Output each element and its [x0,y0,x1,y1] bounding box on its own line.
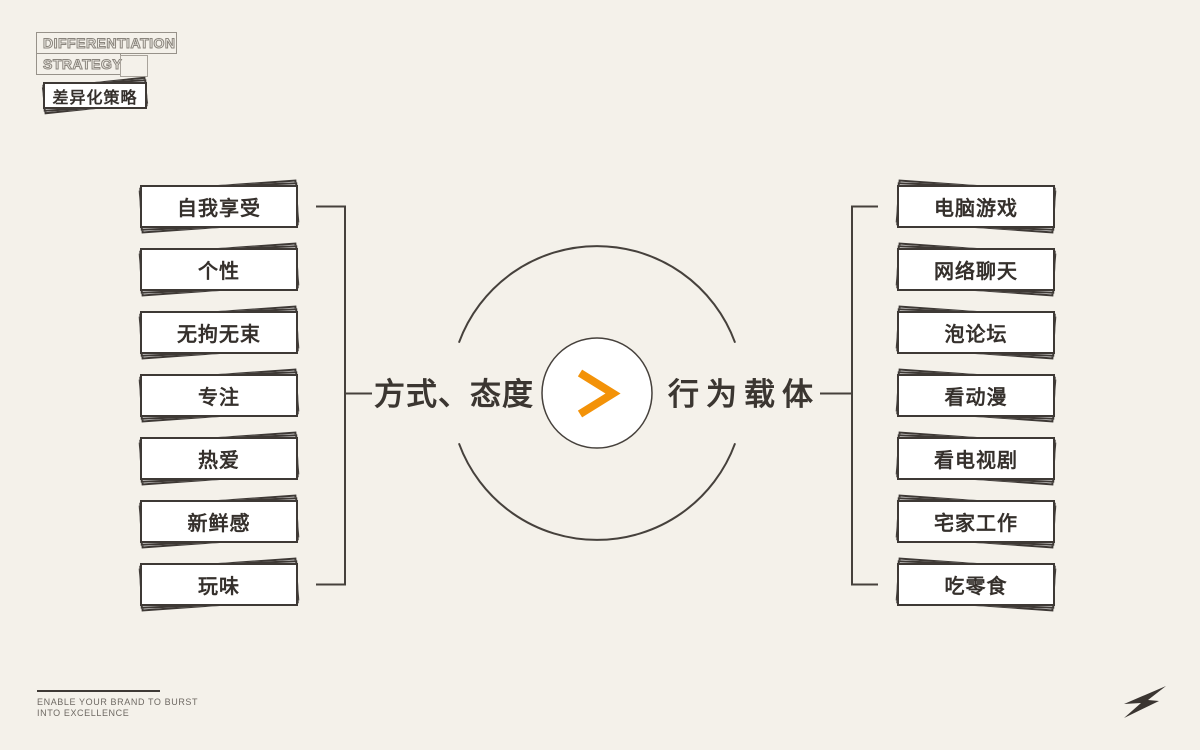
outer-circle-top-arc [457,245,737,344]
item-card: 玩味 [140,563,298,606]
left-items-column: 自我享受 个性 无拘无束 [138,179,300,626]
list-item: 自我享受 [138,179,300,234]
header: DIFFERENTIATION STRATEGY 差异化策略 [36,32,177,115]
item-card: 专注 [140,374,298,417]
greater-than-icon [577,369,621,418]
item-label: 无拘无束 [177,324,261,346]
footer-tagline-line2: INTO EXCELLENCE [37,708,130,719]
item-label: 玩味 [198,576,240,598]
item-label: 看电视剧 [934,450,1018,472]
footer-rule [37,690,160,692]
left-bracket-line [316,205,372,586]
list-item: 泡论坛 [895,305,1057,360]
list-item: 个性 [138,242,300,297]
header-subtitle-box: 差异化策略 [41,76,149,115]
list-item: 专注 [138,368,300,423]
item-label: 专注 [198,387,240,409]
header-subtitle-label: 差异化策略 [52,89,138,107]
item-card: 网络聊天 [897,248,1055,291]
item-label: 网络聊天 [934,261,1018,283]
item-card: 看动漫 [897,374,1055,417]
list-item: 电脑游戏 [895,179,1057,234]
item-card: 无拘无束 [140,311,298,354]
right-bracket-line [820,205,878,586]
item-label: 电脑游戏 [934,198,1018,220]
list-item: 无拘无束 [138,305,300,360]
item-card: 看电视剧 [897,437,1055,480]
right-group-label: 行为载体 [668,377,820,412]
item-label: 泡论坛 [944,324,1008,346]
list-item: 宅家工作 [895,494,1057,549]
item-card: 吃零食 [897,563,1055,606]
item-label: 宅家工作 [934,513,1018,535]
footer-tagline-line1: ENABLE YOUR BRAND TO BURST [37,697,199,707]
footer: ENABLE YOUR BRAND TO BURST INTO EXCELLEN… [37,690,198,720]
item-label: 吃零食 [944,576,1008,598]
header-title-line2: STRATEGY [42,56,123,72]
item-label: 看动漫 [944,387,1008,409]
item-card: 个性 [140,248,298,291]
header-subtitle: 差异化策略 [43,82,147,109]
item-card: 电脑游戏 [897,185,1055,228]
right-items-column: 电脑游戏 网络聊天 泡论坛 [895,179,1057,626]
left-group-label: 方式、态度 [374,377,534,412]
item-card: 泡论坛 [897,311,1055,354]
item-label: 个性 [198,261,240,283]
item-label: 热爱 [198,450,240,472]
list-item: 吃零食 [895,557,1057,612]
item-label: 新鲜感 [187,513,251,535]
z-logo-icon [1124,686,1166,718]
list-item: 新鲜感 [138,494,300,549]
header-title-row2: STRATEGY [36,53,177,77]
item-label: 自我享受 [177,198,261,220]
header-deco-box [120,55,148,77]
outer-circle-bottom-arc [457,442,737,541]
item-card: 自我享受 [140,185,298,228]
list-item: 看动漫 [895,368,1057,423]
center-circle [541,337,653,449]
header-title-line1: DIFFERENTIATION [42,35,176,51]
item-card: 宅家工作 [897,500,1055,543]
list-item: 看电视剧 [895,431,1057,486]
item-card: 热爱 [140,437,298,480]
list-item: 玩味 [138,557,300,612]
list-item: 热爱 [138,431,300,486]
item-card: 新鲜感 [140,500,298,543]
list-item: 网络聊天 [895,242,1057,297]
